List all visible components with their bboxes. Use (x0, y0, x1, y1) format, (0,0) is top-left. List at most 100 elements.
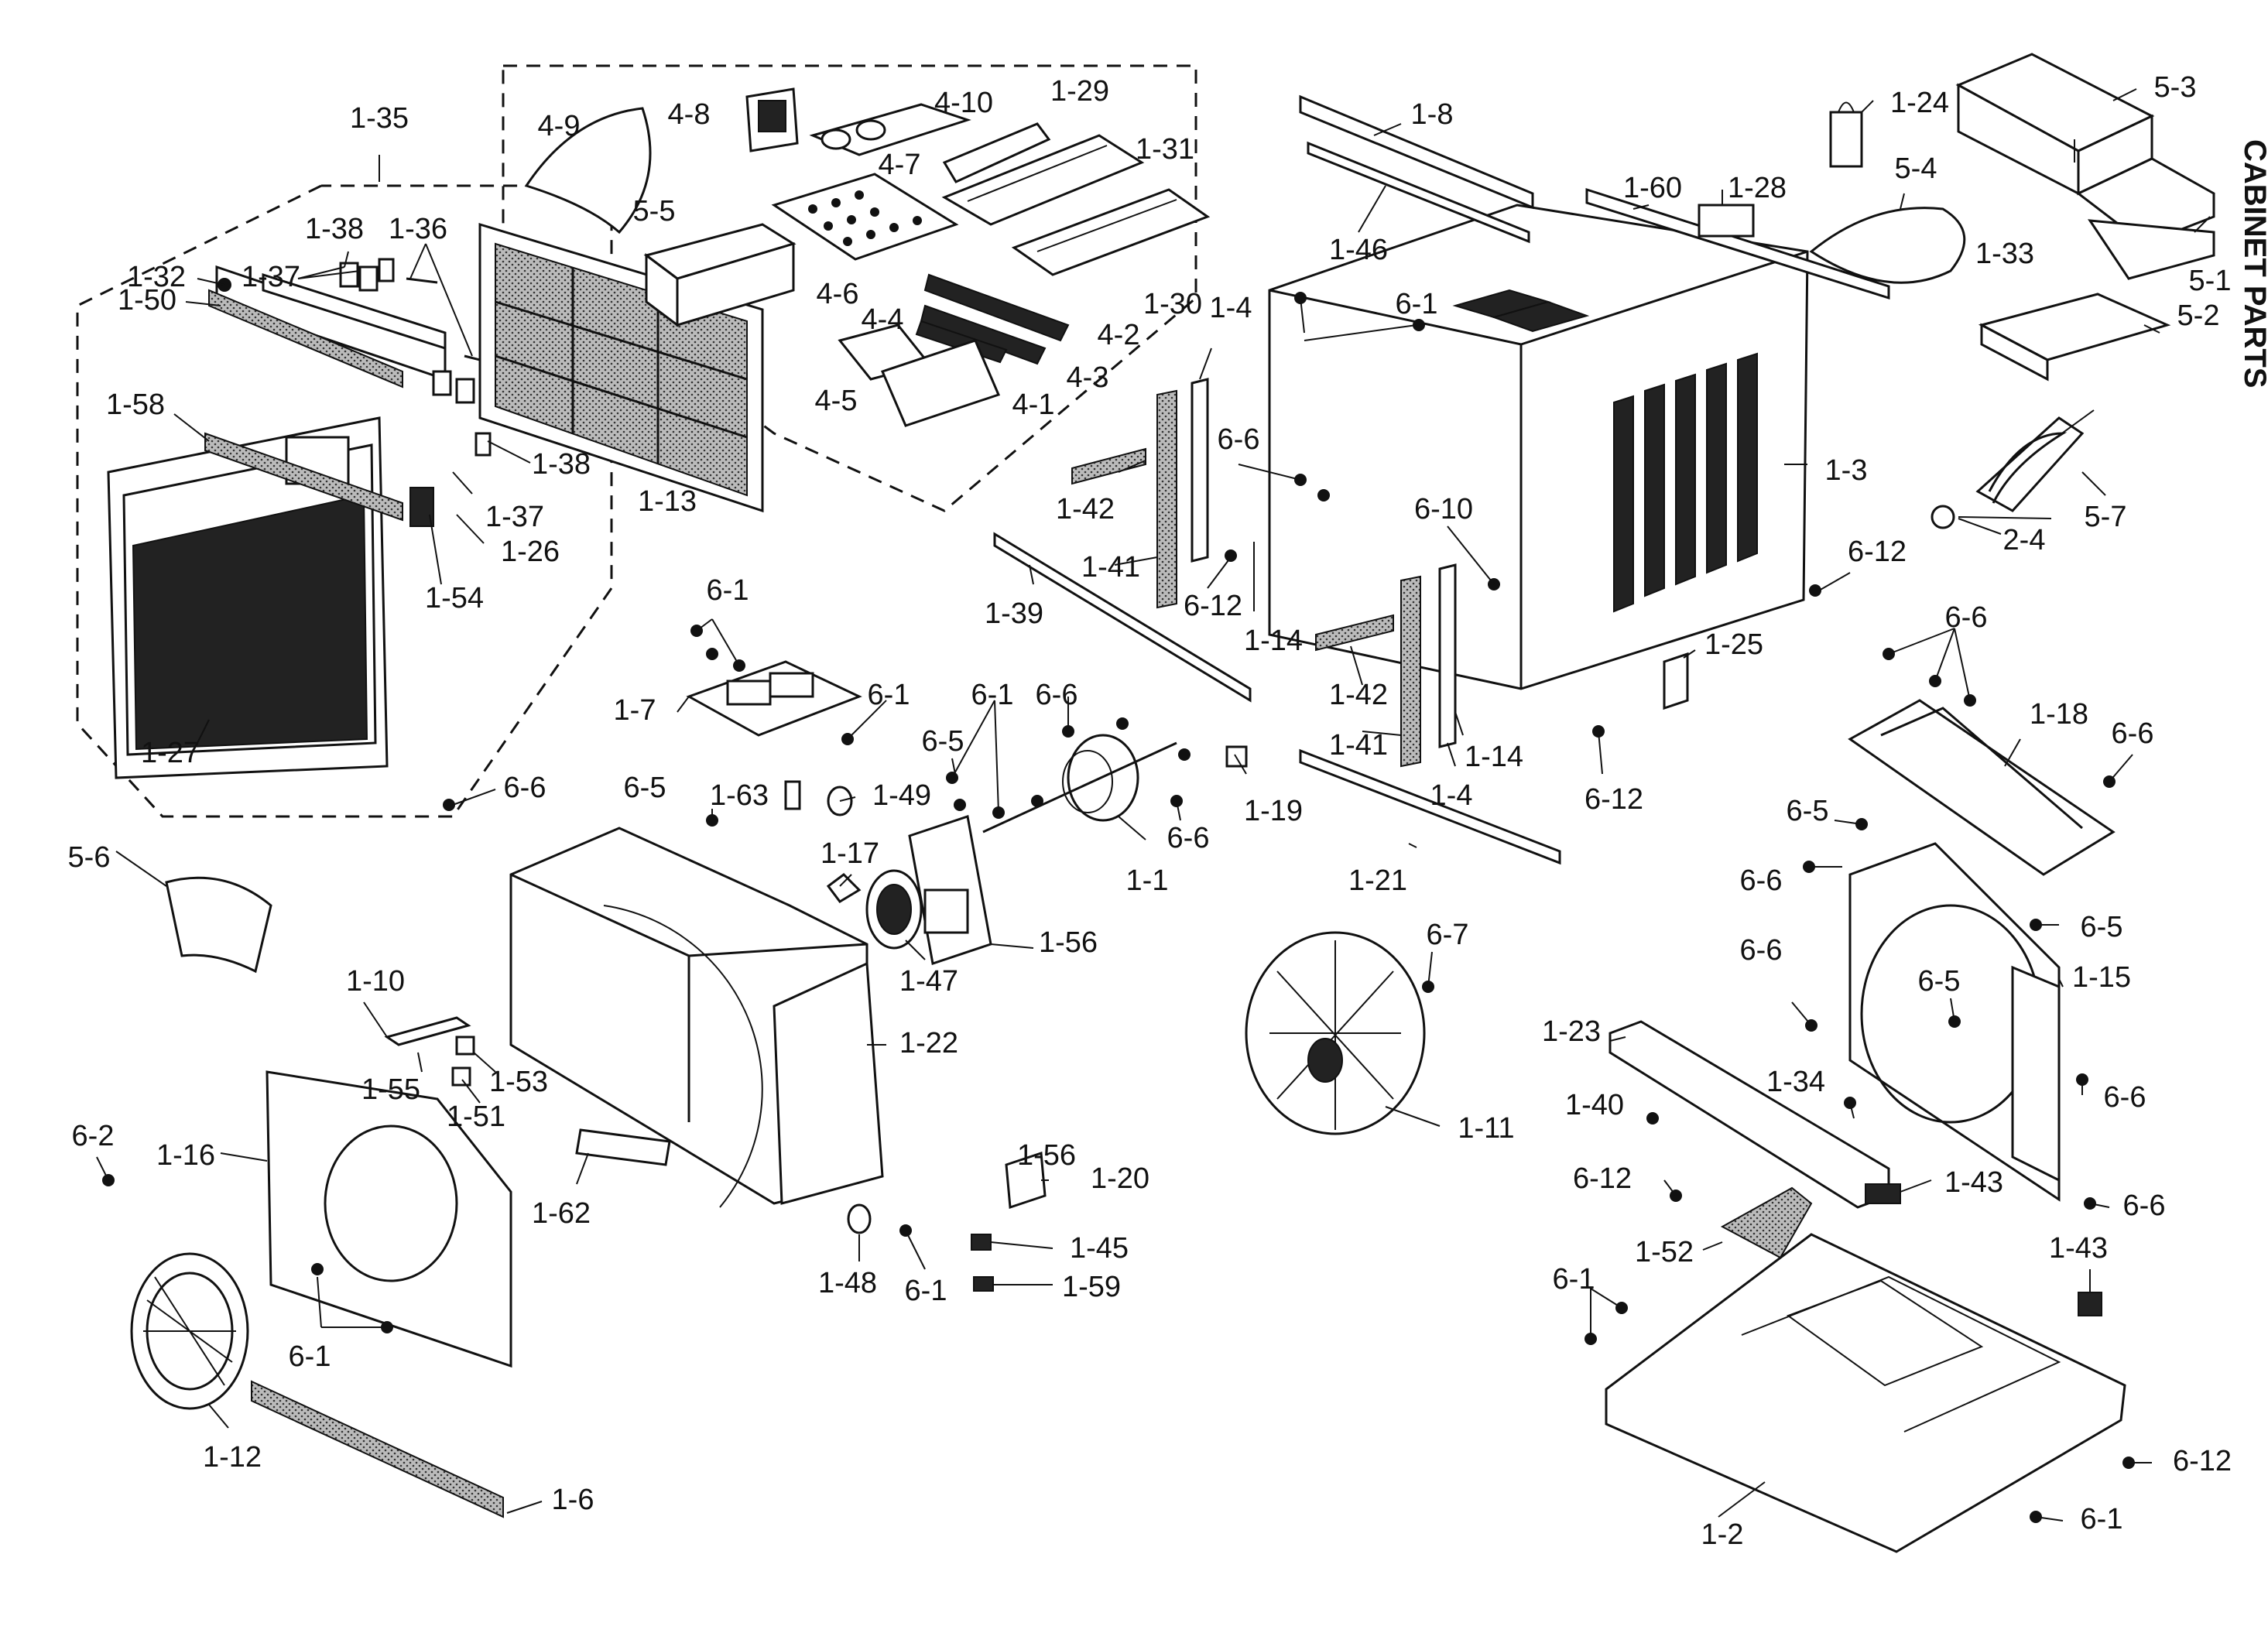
label-6-1: 6-1 (707, 574, 749, 607)
bag-5-6 (165, 876, 272, 974)
label-1-16: 1-16 (156, 1139, 215, 1172)
plug-2-4 (1931, 505, 1955, 529)
label-6-2: 6-2 (72, 1120, 115, 1152)
label-1-42: 1-42 (1329, 679, 1388, 711)
label-1-19: 1-19 (1244, 795, 1303, 827)
clips-1-38 (378, 258, 492, 457)
label-1-13: 1-13 (638, 485, 697, 518)
carton-5-3 (1955, 53, 2155, 196)
label-1-7: 1-7 (614, 694, 656, 727)
label-1-56: 1-56 (1039, 926, 1098, 959)
strip-1-39 (993, 532, 1252, 703)
rail-1-8 (1299, 94, 1534, 210)
side-strips-1-41-lower (1400, 563, 1457, 768)
label-1-28: 1-28 (1728, 172, 1787, 204)
label-6-7: 6-7 (1427, 919, 1469, 951)
accessory-kit-group-outline (502, 64, 1197, 512)
label-6-10: 6-10 (1414, 493, 1473, 525)
label-1-17: 1-17 (821, 837, 879, 870)
label-1-37: 1-37 (485, 501, 544, 533)
label-6-1: 6-1 (868, 679, 910, 711)
label-6-6: 6-6 (1036, 679, 1078, 711)
label-1-14: 1-14 (1465, 741, 1523, 773)
strip-1-50 (208, 289, 403, 389)
label-6-12: 6-12 (1585, 783, 1643, 816)
label-1-63: 1-63 (710, 779, 769, 812)
label-1-31: 1-31 (1136, 133, 1194, 166)
label-1-15: 1-15 (2072, 961, 2131, 994)
label-1-50: 1-50 (118, 284, 176, 317)
side-strips-1-42-upper (1071, 447, 1146, 485)
front-panel-group-outline (76, 184, 613, 818)
pads-1-43 (1865, 1183, 2102, 1316)
side-strips-1-41-upper (1156, 378, 1209, 609)
rail-1-21 (1299, 748, 1561, 865)
label-6-5: 6-5 (922, 725, 964, 758)
label-1-51: 1-51 (447, 1101, 505, 1133)
label-1-2: 1-2 (1701, 1518, 1744, 1551)
label-1-12: 1-12 (203, 1441, 262, 1474)
label-6-1: 6-1 (2081, 1503, 2123, 1535)
top-cover-1-18 (1848, 699, 2116, 876)
label-5-4: 5-4 (1895, 152, 1937, 185)
pad-1-62 (575, 1128, 671, 1166)
label-1-38: 1-38 (305, 213, 364, 245)
label-1-4: 1-4 (1210, 292, 1252, 324)
label-1-35: 1-35 (350, 102, 409, 135)
foam-4-2 (923, 273, 1070, 342)
label-6-1: 6-1 (905, 1275, 947, 1307)
pad-1-52 (1720, 1186, 1813, 1259)
power-cord-5-7 (1975, 416, 2085, 512)
clip-1-17 (826, 873, 862, 903)
remote-holder-4-8 (745, 87, 799, 152)
label-5-7: 5-7 (2085, 501, 2127, 533)
bag-5-4 (1809, 207, 1966, 284)
clip-1-20 (1005, 1151, 1047, 1210)
label-1-23: 1-23 (1542, 1015, 1601, 1048)
label-4-4: 4-4 (862, 303, 904, 336)
sheet-4-1 (880, 339, 1001, 427)
label-6-5: 6-5 (624, 772, 666, 804)
mount-1-56 (908, 815, 992, 965)
label-4-2: 4-2 (1098, 319, 1140, 351)
fan-ring-1-47 (865, 869, 923, 950)
label-1-21: 1-21 (1348, 864, 1407, 897)
label-1-24: 1-24 (1890, 87, 1949, 119)
bracket-1-10 (384, 1016, 471, 1046)
scroll-1-16 (266, 1070, 512, 1368)
label-1-41: 1-41 (1329, 729, 1388, 762)
label-1-6: 1-6 (552, 1484, 594, 1516)
label-1-45: 1-45 (1070, 1232, 1129, 1265)
part-labels: 1-35 1-38 1-36 1-32 1-37 1-50 1-58 1-38 … (68, 71, 2232, 1551)
cabinet-1-3 (1268, 204, 1809, 690)
label-5-5: 5-5 (633, 195, 676, 228)
label-4-1: 4-1 (1012, 389, 1055, 421)
label-6-6: 6-6 (1740, 934, 1783, 967)
blower-wheel-1-12 (130, 1252, 249, 1410)
label-6-6: 6-6 (504, 772, 546, 804)
label-6-1: 6-1 (1396, 288, 1438, 320)
base-pan-1-2 (1605, 1233, 2126, 1553)
batteries-4-10 (809, 103, 971, 156)
label-1-37: 1-37 (242, 261, 300, 293)
label-1-36: 1-36 (389, 213, 447, 245)
label-1-11: 1-11 (1458, 1112, 1514, 1145)
label-6-1: 6-1 (1553, 1263, 1595, 1296)
label-1-34: 1-34 (1766, 1066, 1825, 1098)
label-6-6: 6-6 (1218, 423, 1260, 456)
label-6-5: 6-5 (1787, 795, 1829, 827)
label-4-3: 4-3 (1067, 361, 1109, 394)
side-panel-1-29 (941, 134, 1145, 226)
label-1-8: 1-8 (1411, 98, 1454, 131)
pad-1-54 (409, 487, 434, 527)
cabinet-louvers (1613, 352, 1758, 613)
label-4-8: 4-8 (668, 98, 711, 131)
label-1-14: 1-14 (1244, 625, 1303, 657)
label-6-12: 6-12 (2173, 1445, 2232, 1477)
label-1-53: 1-53 (489, 1066, 548, 1098)
label-1-55: 1-55 (361, 1073, 420, 1106)
label-1-43: 1-43 (1944, 1166, 2003, 1199)
label-1-29: 1-29 (1050, 75, 1109, 108)
label-1-40: 1-40 (1565, 1089, 1624, 1121)
